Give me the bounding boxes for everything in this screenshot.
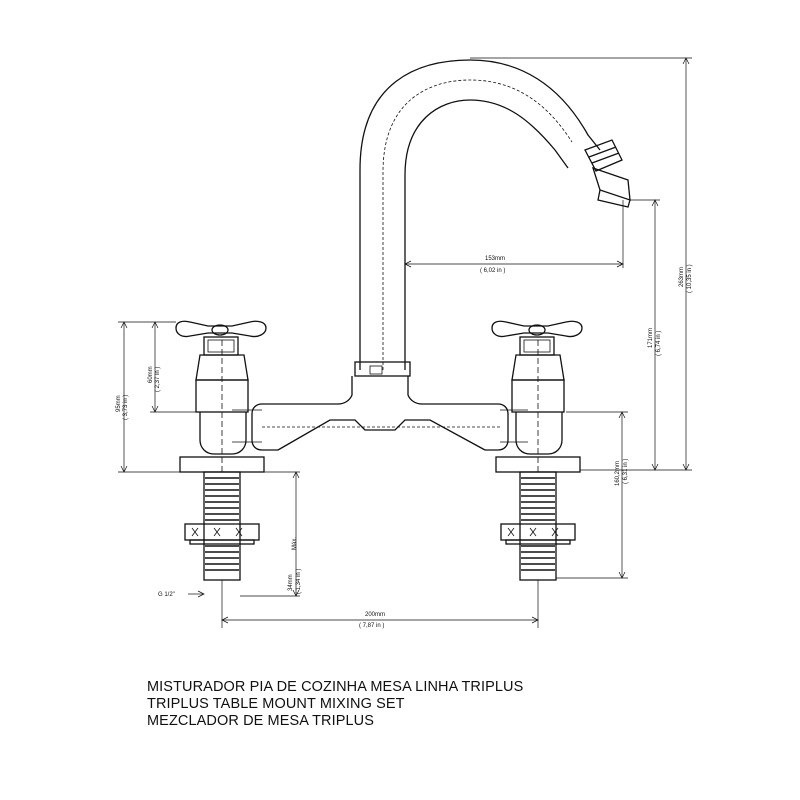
dimension-labels: 95mm ( 3,73 in ) 60mm ( 2,37 in ) 153mm … [116,256,693,629]
dim-153mm: 153mm [485,256,505,262]
dim-263mm: 263mm [679,267,685,287]
left-valve [175,320,267,475]
gooseneck-spout [354,59,631,377]
dim-200mm-inch: ( 7,87 in ) [359,623,384,629]
dim-95mm-inch: ( 3,73 in ) [123,395,129,420]
dim-95mm: 95mm [116,395,122,412]
dim-171mm: 171mm [648,328,654,348]
dim-34mm-inch: ( 1,34 in ) [296,569,302,594]
dim-160mm: 160,2mm [615,461,621,486]
dim-max: Máx. [292,537,298,550]
dim-60mm: 60mm [148,366,154,383]
dim-200mm: 200mm [365,612,385,618]
dim-153mm-inch: ( 6,02 in ) [480,268,505,274]
aerator [584,139,631,208]
left-threaded-shank [184,471,260,581]
title-portuguese: MISTURADOR PIA DE COZINHA MESA LINHA TRI… [147,679,524,695]
right-valve [491,320,583,475]
thread-size: G 1/2" [158,592,175,598]
dim-263mm-inch: ( 10,35 in ) [687,264,693,293]
dim-160mm-inch: ( 6,31 in ) [623,459,629,484]
mixer-body [232,376,528,451]
dim-60mm-inch: ( 2,37 in ) [155,367,161,392]
dim-171mm-inch: ( 6,74 in ) [656,331,662,356]
dimension-lines [118,57,692,628]
title-english: TRIPLUS TABLE MOUNT MIXING SET [147,696,405,712]
title-spanish: MEZCLADOR DE MESA TRIPLUS [147,713,375,729]
dim-34mm: 34mm [288,574,294,591]
right-threaded-shank [500,471,576,581]
product-title-block: MISTURADOR PIA DE COZINHA MESA LINHA TRI… [147,679,707,730]
